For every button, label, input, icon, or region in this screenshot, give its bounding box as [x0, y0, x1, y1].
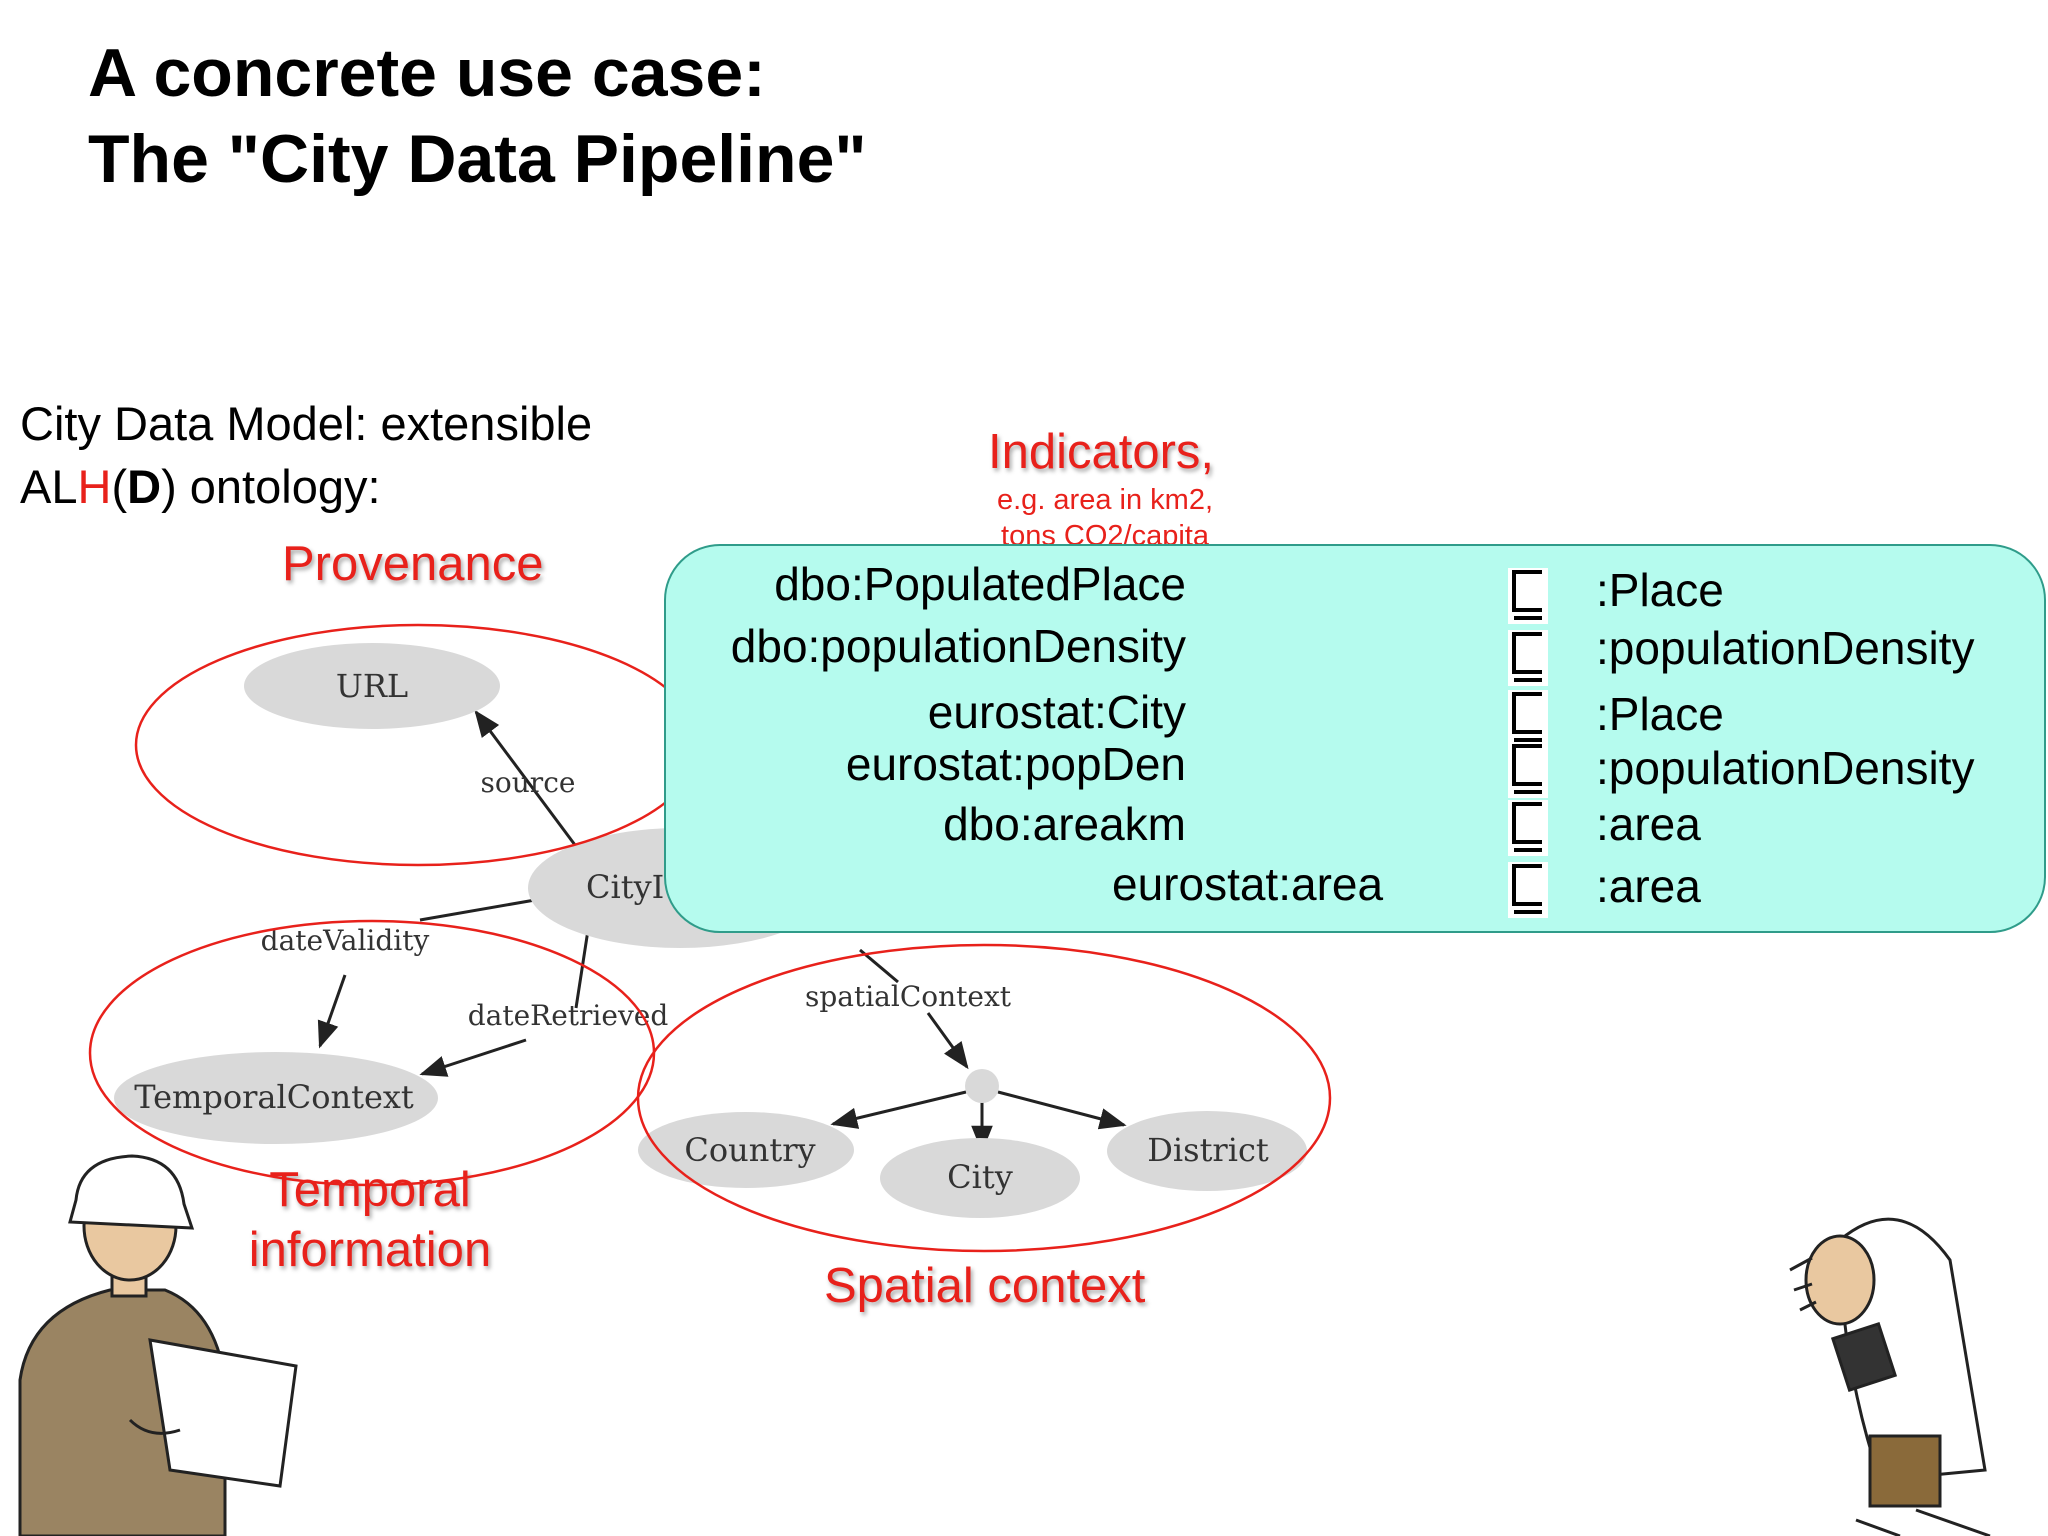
mapping-lhs-6: eurostat:area	[1112, 858, 1384, 910]
subclass-symbol	[1508, 862, 1548, 918]
node-temporal-context	[114, 1052, 438, 1144]
mapping-lhs-5: dbo:areakm	[943, 798, 1186, 850]
mapping-rhs-1: :Place	[1596, 564, 1724, 616]
mapping-rhs-3: :Place	[1596, 688, 1724, 740]
node-city	[880, 1138, 1080, 1218]
subclass-symbol	[1508, 690, 1548, 746]
node-city-center-label: CityI	[586, 868, 664, 906]
mapping-rhs-5: :area	[1596, 798, 1701, 850]
edge-date-retrieved-label: dateRetrieved	[468, 999, 669, 1032]
node-country-label: Country	[684, 1131, 815, 1169]
provenance-label: Provenance	[282, 537, 544, 591]
temporal-label-2: information	[248, 1223, 492, 1277]
dl-open: (	[111, 460, 128, 513]
indicators-label: Indicators,	[988, 425, 1215, 479]
subclass-symbol	[1508, 800, 1548, 856]
subclass-symbol	[1508, 742, 1548, 798]
graph-edges	[317, 709, 1127, 1153]
mapping-rhs-2: :populationDensity	[1596, 622, 1975, 674]
spatial-ellipse	[636, 943, 1332, 1253]
temporal-label-1: Temporal	[269, 1163, 471, 1217]
node-temporal-label: TemporalContext	[134, 1078, 414, 1116]
mapping-lhs-4: eurostat:popDen	[845, 738, 1186, 790]
mapping-rhs-4: :populationDensity	[1596, 742, 1975, 794]
title-line-2: The "City Data Pipeline"	[88, 121, 867, 197]
dl-rest: ) ontology:	[161, 460, 381, 513]
mapping-lhs-3: eurostat:City	[927, 686, 1186, 738]
mapping-rhs-6: :area	[1596, 860, 1701, 912]
edge-date-retrieved-b	[419, 1038, 527, 1077]
mapping-lhs-1: dbo:PopulatedPlace	[774, 558, 1186, 610]
dl-prefix: AL	[20, 460, 78, 513]
edge-to-district	[997, 1090, 1127, 1130]
node-district	[1107, 1111, 1307, 1191]
subclass-symbol	[1508, 630, 1548, 686]
node-city-label: City	[947, 1158, 1013, 1196]
title-line-1: A concrete use case:	[88, 35, 766, 111]
dl-h: H	[77, 460, 112, 513]
indicators-sub-1: e.g. area in km2,	[997, 484, 1213, 516]
scientist-illustration	[1789, 1217, 1991, 1536]
edge-date-validity-b	[317, 974, 347, 1049]
engineer-illustration	[18, 1154, 298, 1536]
node-country	[638, 1112, 854, 1188]
edge-date-retrieved-a	[574, 929, 590, 1009]
edge-source	[474, 709, 577, 846]
node-spatial-blank	[965, 1069, 999, 1103]
model-line-1: City Data Model: extensible	[20, 397, 593, 450]
edge-spatial-b	[926, 1012, 969, 1070]
spatial-label: Spatial context	[824, 1259, 1146, 1313]
temporal-ellipse	[88, 919, 656, 1187]
edge-source-label: source	[481, 766, 576, 799]
node-url-label: URL	[336, 667, 408, 705]
model-line-2: ALH(D) ontology:	[20, 455, 592, 518]
node-url	[244, 643, 500, 729]
edge-to-country	[830, 1090, 967, 1129]
model-description: City Data Model: extensible ALH(D) ontol…	[20, 392, 592, 518]
edge-date-validity-a	[419, 898, 536, 922]
edge-date-validity-label: dateValidity	[261, 924, 430, 957]
temporal-label: Temporal information	[230, 1160, 510, 1280]
node-district-label: District	[1147, 1131, 1269, 1169]
edge-spatial-context-label: spatialContext	[805, 980, 1012, 1013]
subclass-symbol	[1508, 568, 1548, 624]
mapping-lhs-2: dbo:populationDensity	[730, 620, 1186, 672]
dl-d: D	[127, 460, 162, 513]
mapping-box: dbo:PopulatedPlace dbo:populationDensity…	[664, 544, 2046, 933]
slide-title: A concrete use case: The "City Data Pipe…	[88, 30, 867, 202]
